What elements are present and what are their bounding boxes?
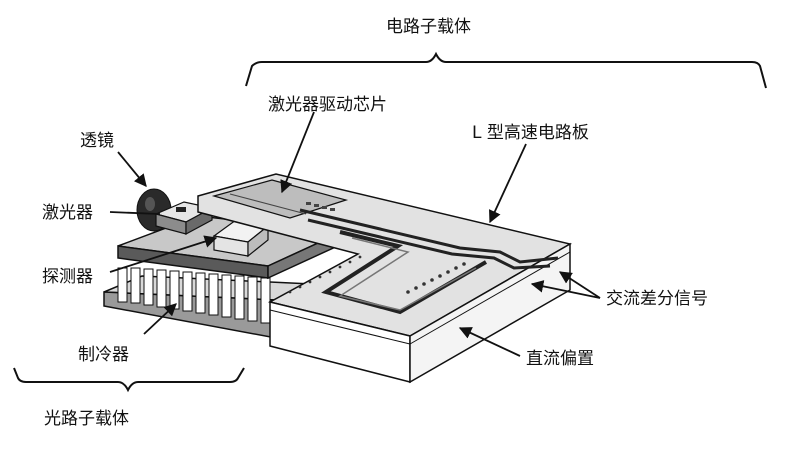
label-optical-carrier: 光路子载体 [44, 409, 129, 429]
label-lens: 透镜 [80, 131, 114, 151]
label-cooler: 制冷器 [78, 345, 129, 365]
label-electrical-carrier: 电路子载体 [386, 17, 471, 37]
label-l-board: L 型高速电路板 [472, 123, 589, 143]
label-detector: 探测器 [42, 267, 93, 287]
label-dc-bias: 直流偏置 [526, 349, 594, 369]
optical-carrier-brace [14, 368, 244, 390]
label-laser-driver-chip: 激光器驱动芯片 [268, 95, 387, 115]
l-board-leader [490, 144, 526, 222]
lens-leader [118, 152, 146, 186]
electrical-carrier-brace [246, 54, 766, 88]
label-ac-signal: 交流差分信号 [606, 289, 708, 309]
device-illustration [104, 174, 570, 382]
label-laser: 激光器 [42, 203, 93, 223]
